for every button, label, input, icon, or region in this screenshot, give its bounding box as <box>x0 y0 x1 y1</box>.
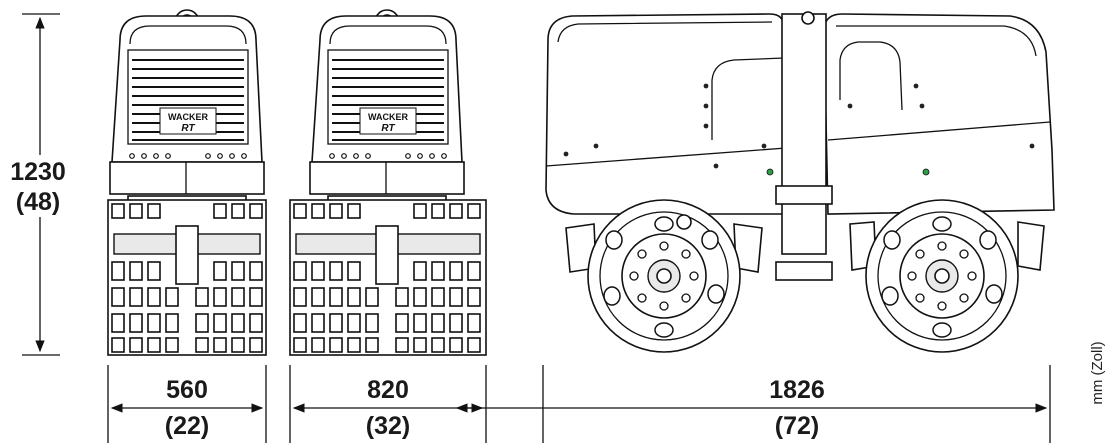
indicator-light-front <box>922 168 930 176</box>
width-wide-in-label: (32) <box>366 412 410 440</box>
width-narrow-dimension: 560 (22) <box>107 365 267 443</box>
front-grille-narrow: WACKER RT <box>127 49 249 145</box>
length-dimension: 1826 (72) <box>455 365 1051 443</box>
front-drum <box>865 199 1019 353</box>
width-wide-mm-label: 820 <box>367 376 409 404</box>
side-view <box>545 11 1055 353</box>
length-mm-label: 1826 <box>769 376 825 404</box>
length-in-label: (72) <box>775 412 819 440</box>
indicator-light-rear <box>766 168 774 176</box>
front-view-wide: WACKER RT <box>289 9 487 356</box>
height-mm-label: 1230 <box>10 158 66 186</box>
svg-text:RT: RT <box>381 123 395 134</box>
brand-logo-wide: WACKER <box>368 112 408 122</box>
rear-drum <box>587 199 741 353</box>
width-narrow-in-label: (22) <box>165 412 209 440</box>
height-in-label: (48) <box>16 188 60 216</box>
front-view-narrow: WACKER RT <box>107 9 267 356</box>
svg-text:RT: RT <box>181 123 195 134</box>
padfoot-drum-narrow <box>107 199 267 356</box>
brand-logo-narrow: WACKER <box>168 112 208 122</box>
width-wide-dimension: 820 (32) <box>289 365 487 443</box>
padfoot-drum-wide <box>289 199 487 356</box>
height-dimension: 1230 (48) <box>0 13 76 356</box>
front-grille-wide: WACKER RT <box>327 49 449 145</box>
width-narrow-mm-label: 560 <box>166 376 208 404</box>
units-label: mm (Zoll) <box>1089 341 1106 404</box>
